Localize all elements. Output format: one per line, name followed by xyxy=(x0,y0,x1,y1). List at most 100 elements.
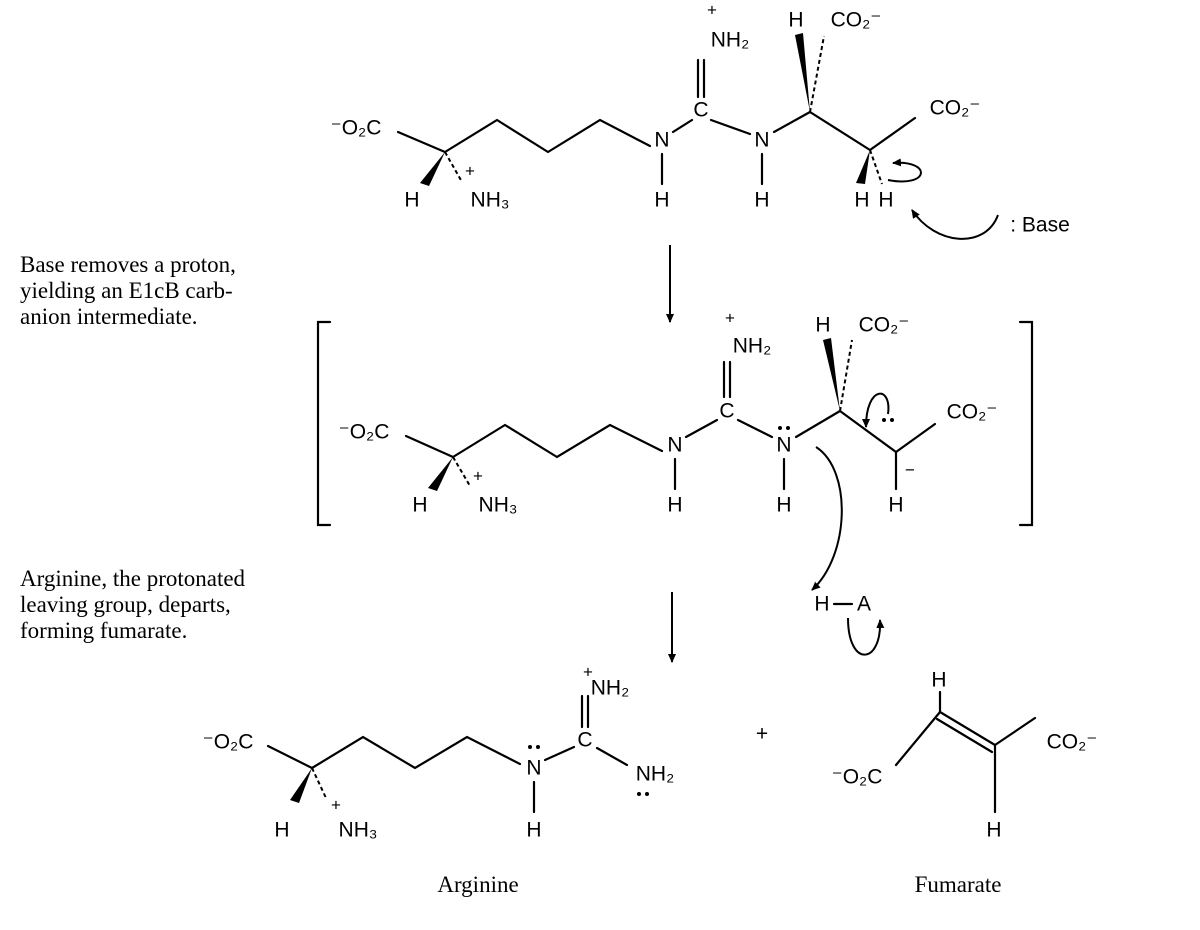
atom-nh2: NH₂ xyxy=(733,335,771,358)
fumarate-structure: ⁻O₂C H CO₂⁻ H Fumarate xyxy=(832,669,1098,898)
atom-nh3: NH₃ xyxy=(471,189,510,212)
wedge-bond xyxy=(420,152,445,186)
atom-h: H xyxy=(931,669,946,692)
atom-carboxylate: ⁻O₂C xyxy=(203,731,254,754)
atom-a: A xyxy=(857,593,871,616)
wedge-bond xyxy=(795,33,810,112)
atom-c: C xyxy=(577,729,592,752)
atom-n: N xyxy=(526,757,541,780)
atom-h: H xyxy=(814,593,829,616)
chain-bonds xyxy=(310,735,522,770)
bond xyxy=(404,434,455,459)
lone-pair xyxy=(778,426,782,430)
curved-arrow-protonation xyxy=(811,446,843,591)
chain-bonds xyxy=(443,118,652,154)
atom-n: N xyxy=(754,129,769,152)
atom-h: H xyxy=(776,494,791,517)
bond xyxy=(868,116,917,152)
atom-carboxylate: CO₂⁻ xyxy=(1047,731,1098,754)
wedge-bond xyxy=(290,768,312,803)
caption-line: anion intermediate. xyxy=(20,304,198,329)
dash-bond xyxy=(452,456,471,487)
atom-nh2: NH₂ xyxy=(591,677,629,700)
base-label: : Base xyxy=(1010,214,1070,237)
atom-carboxylate: ⁻O₂C xyxy=(832,766,883,789)
acid-h-a: H A xyxy=(814,593,885,656)
atom-h: H xyxy=(986,819,1001,842)
atom-h: H xyxy=(878,189,893,212)
atom-carboxylate: CO₂⁻ xyxy=(930,97,981,120)
atom-h: H xyxy=(815,314,830,337)
bond xyxy=(709,118,752,136)
caption-line: Base removes a proton, xyxy=(20,252,236,277)
lone-pair xyxy=(536,745,540,749)
left-bracket xyxy=(316,320,332,527)
atom-nh2: NH₂ xyxy=(711,29,749,52)
plus-sign: + xyxy=(756,723,768,746)
atom-h: H xyxy=(404,189,419,212)
atom-h: H xyxy=(274,819,289,842)
atom-carboxylate: CO₂⁻ xyxy=(831,9,882,32)
atom-h: H xyxy=(654,189,669,212)
lone-pair xyxy=(637,792,641,796)
lone-pair xyxy=(786,426,790,430)
dash-bond xyxy=(444,151,463,183)
atom-carboxylate: CO₂⁻ xyxy=(947,401,998,424)
chain-bonds xyxy=(451,423,664,459)
carbanion-intermediate: ⁻O₂C H + NH₃ N H C + NH₂ N H H CO₂⁻ − CO… xyxy=(316,309,1034,591)
bond xyxy=(736,418,774,439)
bond xyxy=(396,130,447,154)
atom-carboxylate: ⁻O₂C xyxy=(331,117,382,140)
atom-h: H xyxy=(667,494,682,517)
atom-h: H xyxy=(788,9,803,32)
bond xyxy=(894,710,942,767)
curved-arrow-base-attack xyxy=(911,209,999,240)
bond xyxy=(266,744,314,770)
curved-arrow-ha xyxy=(847,617,885,656)
curved-arrow-carbanion xyxy=(862,392,890,428)
dash-bond xyxy=(839,339,853,412)
charge-plus: + xyxy=(331,796,341,815)
caption-line: Arginine, the protonated xyxy=(20,566,246,591)
charge-plus: + xyxy=(473,467,483,486)
bond xyxy=(894,422,937,454)
double-bond xyxy=(935,717,994,754)
charge-minus: − xyxy=(905,461,915,480)
step1-caption: Base removes a proton, yielding an E1cB … xyxy=(20,252,236,329)
lone-pair xyxy=(645,792,649,796)
bond xyxy=(684,418,719,439)
dash-bond xyxy=(809,35,825,113)
lone-pair xyxy=(890,418,894,422)
dash-bond xyxy=(311,767,327,799)
wedge-bond xyxy=(823,338,840,411)
caption-line: yielding an E1cB carb- xyxy=(20,278,233,303)
atom-nh2: NH₂ xyxy=(636,763,674,786)
fumarate-label: Fumarate xyxy=(915,872,1002,897)
caption-line: forming fumarate. xyxy=(20,618,187,643)
atom-nh3: NH₃ xyxy=(479,494,518,517)
charge-plus: + xyxy=(707,1,717,20)
arginine-label: Arginine xyxy=(437,872,518,897)
dash-bond xyxy=(869,149,883,185)
right-bracket xyxy=(1018,320,1034,527)
bond xyxy=(794,409,842,439)
bond xyxy=(808,110,872,152)
bond xyxy=(671,118,694,134)
lone-pair xyxy=(528,745,532,749)
atom-n: N xyxy=(654,129,669,152)
bond xyxy=(838,409,898,454)
atom-h: H xyxy=(888,494,903,517)
charge-plus: + xyxy=(583,663,593,682)
atom-n: N xyxy=(667,434,682,457)
atom-c: C xyxy=(719,400,734,423)
bond xyxy=(993,716,1037,747)
bond xyxy=(595,746,629,767)
lone-pair xyxy=(882,418,886,422)
atom-nh3: NH₃ xyxy=(339,819,378,842)
atom-carboxylate: ⁻O₂C xyxy=(339,421,390,444)
wedge-bond xyxy=(856,150,870,184)
step2-caption: Arginine, the protonated leaving group, … xyxy=(20,566,246,643)
atom-h: H xyxy=(854,189,869,212)
double-bond xyxy=(938,710,997,747)
